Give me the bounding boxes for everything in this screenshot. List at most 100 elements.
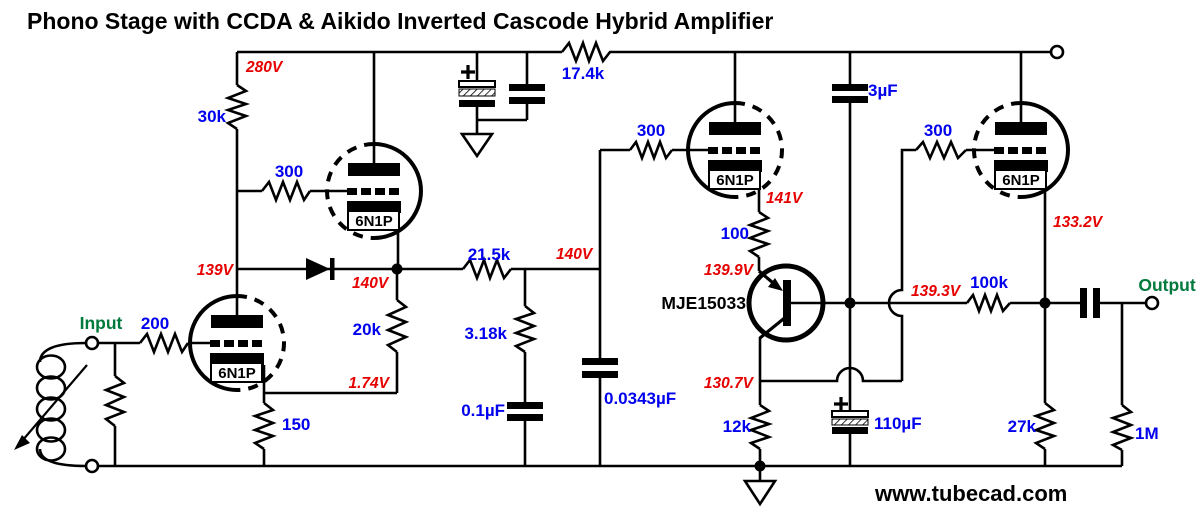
cap-plate-outline [831,410,869,418]
voltage-140-right: 140V [556,246,594,263]
wire-output [1045,301,1146,466]
cap-3uf [832,84,868,103]
cap-plate [1093,288,1100,318]
voltage-140-node: 140V [352,275,390,292]
resistor-100k [965,291,1011,315]
resistor-shunt-input [102,374,128,428]
psu-film-cap [509,84,545,104]
value-0-0343uf: 0.0343µF [604,389,676,408]
diode-cathode-bar [330,258,335,280]
variable-arrow-head [14,435,30,450]
transistor-part-label: MJE15033 [661,293,746,313]
resistor-27k [1032,401,1058,451]
value-200: 200 [141,314,169,333]
tube-label: 6N1P [716,172,754,189]
tube-label-box [708,169,761,190]
resistor-3k18 [512,304,538,354]
ground-icon-main [742,479,778,507]
output-terminal [1144,295,1160,311]
psu-electrolytic-cap [458,65,496,107]
input-label: Input [80,313,123,333]
cap-plate [509,84,545,91]
coil-loop [35,417,67,443]
tube-6n1p-4: 6N1P [972,101,1070,199]
plus-icon [461,65,475,79]
value-3uf: 3µF [868,81,898,100]
resistor-1m [1109,403,1135,452]
wiring [38,50,1146,481]
cap-plate-hatched [831,418,869,426]
output-coupling-cap [1080,288,1100,318]
tube-plate [709,122,761,135]
tube-label: 6N1P [218,365,256,382]
wire-130v-hop [760,366,902,383]
resistor-200 [138,330,190,356]
input-source-coil [14,354,88,462]
diode-anode-triangle [306,258,330,280]
value-100: 100 [721,224,749,243]
wire-psu-caps [475,52,529,133]
tube-grid [994,147,1046,154]
cap-plate-outline [458,80,496,88]
variable-arrow [21,364,88,442]
value-1m: 1M [1135,424,1159,443]
value-150: 150 [282,415,310,434]
diode [306,258,335,280]
voltage-130-7: 130.7V [704,375,755,392]
resistor-30k [223,83,251,131]
cap-plate [509,97,545,104]
resistor-17k4 [560,39,612,65]
value-27k: 27k [1008,417,1037,436]
tube-envelope-solid [188,294,238,392]
voltage-139-9: 139.9V [704,262,755,279]
tube-label: 6N1P [355,213,393,230]
value-0-1uf: 0.1µF [461,401,505,420]
resistor-12k [747,403,774,451]
cap-plate [832,84,868,91]
tube-label-box [210,362,263,383]
cap-plate [582,358,618,365]
bplus-terminal [1049,44,1065,60]
resistor-300-t4 [915,138,967,162]
voltage-1-74: 1.74V [348,375,390,392]
value-300-t3: 300 [637,121,665,140]
cap-plate [507,414,543,421]
junction-dot [754,460,766,472]
coil-loop [35,436,67,462]
tube-envelope-dashed [972,101,1022,199]
cap-plate [582,371,618,378]
resistor-100 [746,210,772,259]
cap-0-1uf [507,402,543,421]
value-300-t2: 300 [275,162,303,181]
wire-feedback-up-hop [887,148,916,381]
tube-plate [211,315,263,328]
cap-plate-solid [459,100,495,107]
value-300-t4: 300 [924,121,952,140]
value-17k4: 17.4k [562,64,605,83]
cap-plate-hatched [458,88,496,97]
transistor-body [746,263,826,343]
tube-plate [348,163,400,176]
plus-icon [834,397,848,411]
tube-envelope-solid [686,101,736,199]
value-110uf: 110µF [874,414,922,433]
value-21k5: 21.5k [468,245,511,264]
tube-label-box [347,210,400,231]
website-label: www.tubecad.com [874,481,1067,506]
resistor-150 [251,401,277,451]
transistor-mje15033 [746,263,826,343]
tube-envelope-solid [1020,101,1070,199]
resistor-300-t3 [628,138,674,162]
transistor-emitter-arrow [768,278,783,291]
tube-envelope-dashed [236,294,286,392]
voltage-139-3: 139.3V [911,283,962,300]
cap-plate [507,402,543,409]
cap-plate-solid [832,427,868,434]
value-100k: 100k [970,273,1008,292]
cap-0-0343uf [582,358,618,378]
cap-110uf [831,397,869,434]
voltage-133-2: 133.2V [1053,214,1104,231]
coil-loop [35,396,67,422]
coil-loop [35,354,67,380]
